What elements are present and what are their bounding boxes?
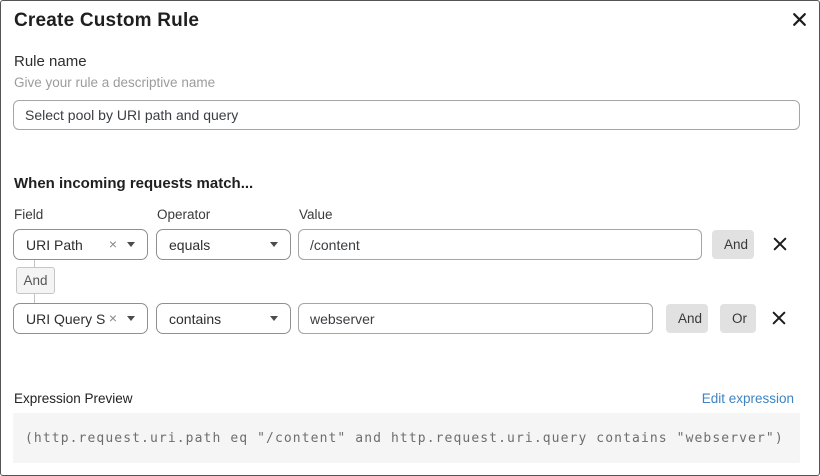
expression-code-block: (http.request.uri.path eq "/content" and…	[13, 413, 800, 463]
expression-preview-label: Expression Preview	[14, 391, 133, 406]
operator-select-row2-value: contains	[169, 310, 222, 327]
remove-icon	[773, 237, 787, 251]
close-button[interactable]	[788, 8, 810, 30]
rule-name-label: Rule name	[14, 53, 87, 70]
field-select-row2[interactable]: URI Query St... ×	[13, 303, 148, 334]
expression-code: (http.request.uri.path eq "/content" and…	[25, 430, 784, 446]
value-input-row1[interactable]	[298, 229, 702, 260]
column-label-value: Value	[299, 207, 333, 222]
connector-line-bottom	[34, 294, 35, 303]
operator-select-row1-value: equals	[169, 236, 211, 253]
field-select-row1-value: URI Path	[26, 236, 83, 253]
field-select-row1[interactable]: URI Path ×	[13, 229, 148, 260]
add-and-condition-button-row2[interactable]: And	[666, 304, 708, 333]
column-label-operator: Operator	[157, 207, 211, 222]
caret-down-icon	[270, 242, 278, 247]
add-and-condition-button-row1[interactable]: And	[712, 230, 754, 259]
remove-icon	[772, 311, 786, 325]
clear-selection-icon[interactable]: ×	[108, 310, 117, 326]
rule-name-hint: Give your rule a descriptive name	[14, 75, 216, 90]
add-or-condition-button-row2[interactable]: Or	[720, 304, 756, 333]
caret-down-icon	[127, 242, 135, 247]
caret-down-icon	[270, 316, 278, 321]
remove-condition-button-row2[interactable]	[771, 310, 787, 326]
edit-expression-link[interactable]: Edit expression	[701, 391, 794, 406]
value-input-row2[interactable]	[298, 303, 653, 334]
dialog-title: Create Custom Rule	[14, 10, 200, 31]
column-label-field: Field	[14, 207, 44, 222]
remove-condition-button-row1[interactable]	[772, 236, 788, 252]
operator-select-row2[interactable]: contains	[156, 303, 291, 334]
caret-down-icon	[127, 316, 135, 321]
match-heading: When incoming requests match...	[14, 175, 254, 192]
field-select-row2-value: URI Query St...	[26, 310, 105, 327]
connector-and-badge: And	[16, 267, 55, 294]
clear-selection-icon[interactable]: ×	[108, 236, 117, 252]
rule-name-input[interactable]	[13, 100, 800, 130]
connector-line-top	[34, 260, 35, 268]
operator-select-row1[interactable]: equals	[156, 229, 291, 260]
close-icon	[792, 12, 806, 26]
